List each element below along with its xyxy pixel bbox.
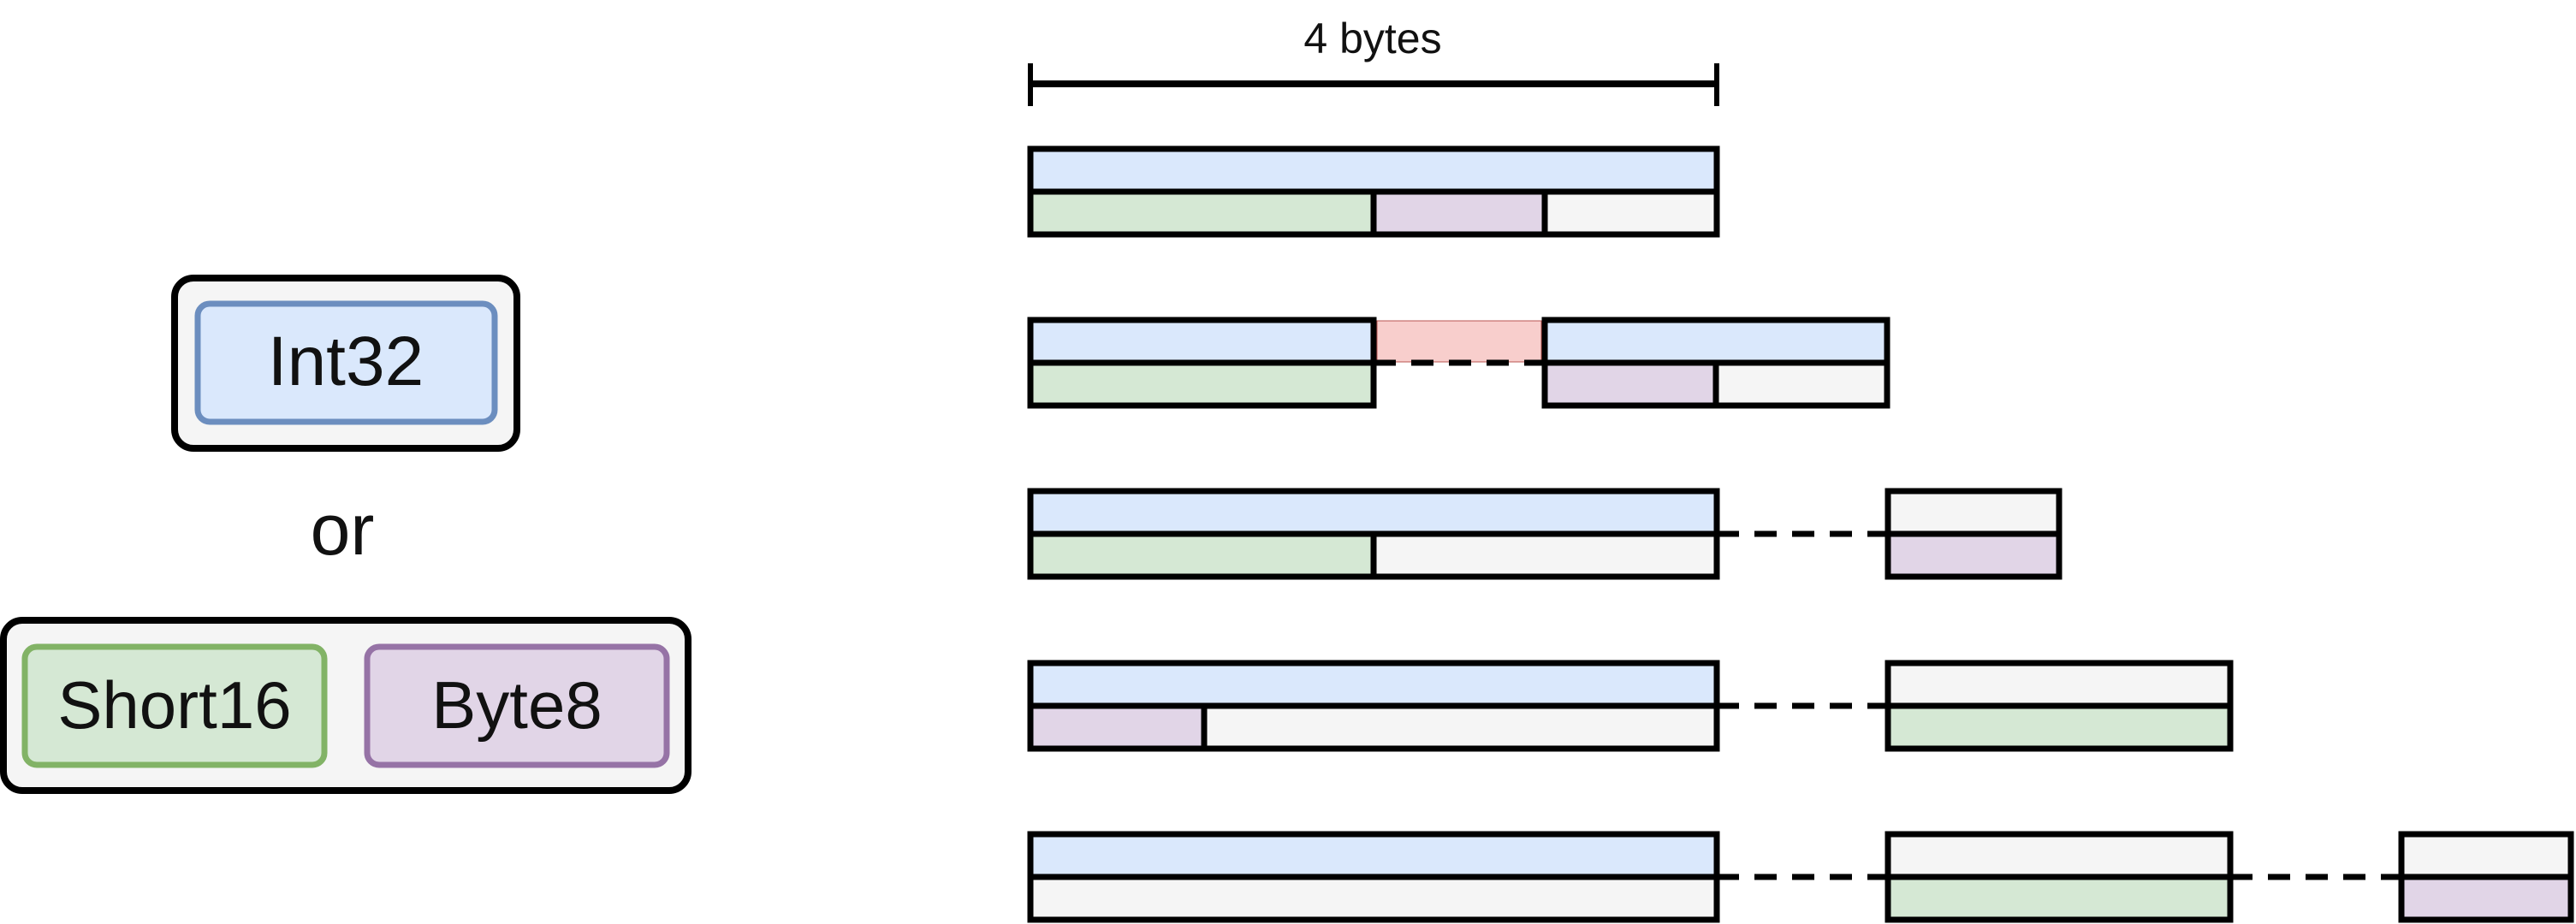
row5-int32-cell: [1027, 831, 1720, 880]
row5-mid-empty-cell: [1885, 831, 2234, 880]
row5-end-empty-cell: [2398, 831, 2574, 880]
ruler-label: 4 bytes: [1303, 15, 1441, 62]
row2-short16-cell: [1027, 359, 1377, 409]
row5-mid-short16-cell: [1885, 874, 2234, 923]
row1-int32-cell: [1027, 145, 1720, 195]
row4-byte8-cell: [1027, 702, 1208, 752]
legend-int32-group: Int32: [171, 275, 520, 452]
ruler: 4 bytes: [1028, 15, 1719, 106]
layout-row-4: [1027, 660, 2234, 752]
row2-empty-cell: [1712, 359, 1890, 409]
legend-short16-label: Short16: [57, 667, 291, 743]
legend-byte8-box: [364, 643, 670, 768]
legend-byte8-label: Byte8: [431, 667, 602, 743]
legend-int32-box: [194, 300, 498, 425]
row2-padding-cell: [1376, 320, 1542, 363]
row5-end-byte8-cell: [2398, 874, 2574, 923]
row3-int32-cell: [1027, 488, 1720, 537]
legend-int32-label: Int32: [268, 323, 424, 400]
row3-ext-empty-cell: [1885, 488, 2063, 537]
row3-short16-cell: [1027, 530, 1377, 580]
row1-short16-cell: [1027, 188, 1377, 238]
layout-row-5: [1027, 831, 2574, 923]
layout-row-2: [1027, 317, 1890, 409]
legend: Int32 or Short16 Byte8: [0, 275, 691, 794]
row3-ext-byte8-cell: [1885, 530, 2063, 580]
row2-int32-part-b: [1541, 317, 1890, 366]
row4-empty-cell: [1201, 702, 1720, 752]
row2-byte8-cell: [1541, 359, 1719, 409]
row1-byte8-cell: [1370, 188, 1548, 238]
row4-int32-cell: [1027, 660, 1720, 709]
layout-row-3: [1027, 488, 2063, 580]
row5-empty-cell: [1027, 874, 1720, 923]
legend-short-byte-group: Short16 Byte8: [0, 617, 691, 794]
legend-short16-box: [21, 643, 328, 768]
row1-empty-cell: [1541, 188, 1720, 238]
row4-ext-short16-cell: [1885, 702, 2234, 752]
row3-empty-cell: [1370, 530, 1720, 580]
row2-int32-part-a: [1027, 317, 1377, 366]
row4-ext-empty-cell: [1885, 660, 2234, 709]
legend-or-text: or: [311, 489, 375, 570]
layout-row-1: [1027, 145, 1720, 238]
